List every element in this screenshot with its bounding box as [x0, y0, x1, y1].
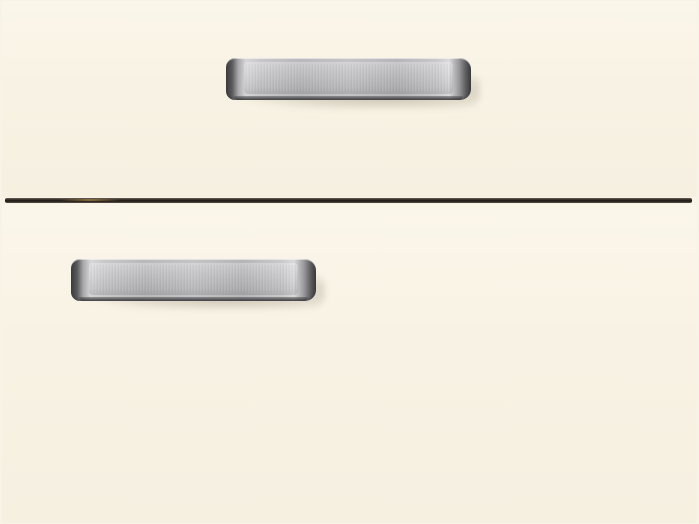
drawer-gap — [5, 198, 692, 203]
handle-edge — [234, 96, 463, 100]
handle-brushed-texture — [89, 265, 298, 293]
handle-highlight — [244, 62, 453, 94]
handle-highlight — [89, 263, 298, 295]
top-drawer-handle[interactable] — [226, 58, 480, 108]
handle-edge — [79, 297, 308, 301]
handle-body — [226, 58, 471, 100]
bottom-drawer-handle[interactable] — [71, 259, 325, 309]
gap-reflection — [60, 199, 120, 201]
handle-brushed-texture — [244, 64, 453, 92]
handle-body — [71, 259, 316, 301]
bottom-drawer-front — [2, 204, 697, 523]
